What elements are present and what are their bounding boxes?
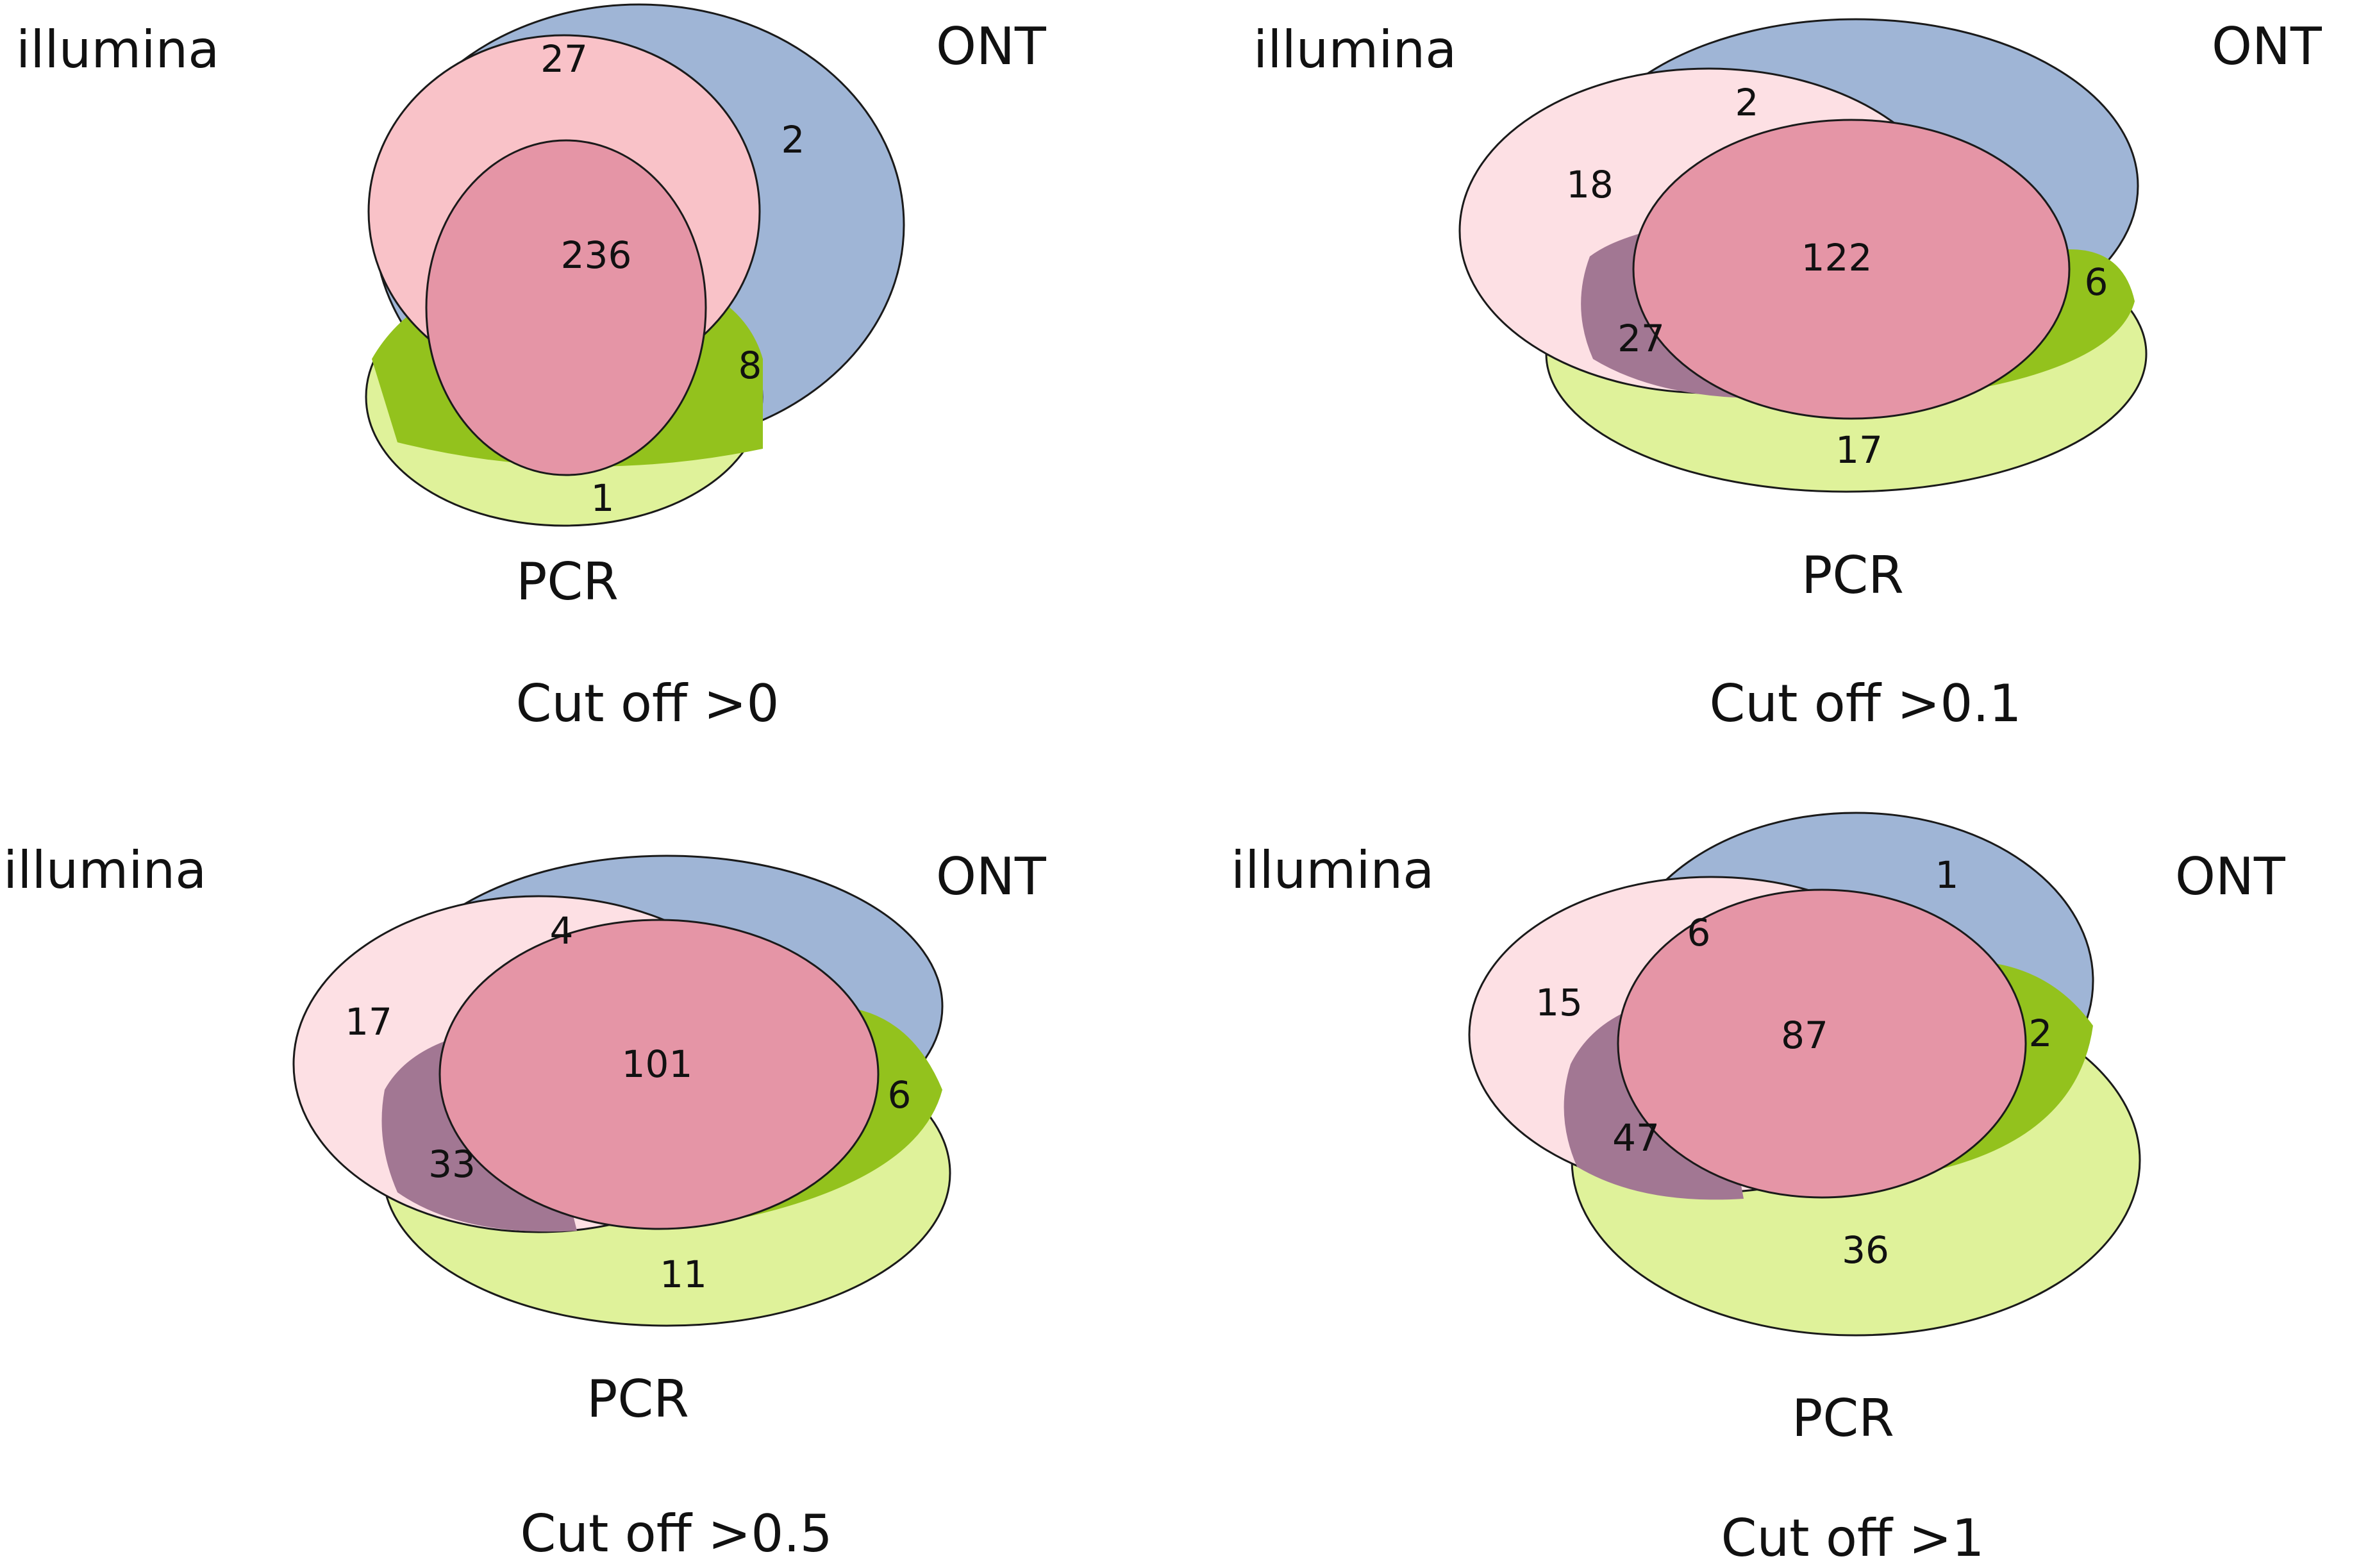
count-illumina-only: 27 <box>540 37 588 81</box>
count-illumina-pcr: 33 <box>428 1142 476 1186</box>
venn-diagram-cutoff-1: illumina ONT PCR 1 6 15 87 2 47 36 Cut o… <box>1231 812 2286 1568</box>
pcr-label: PCR <box>1801 546 1904 605</box>
venn-diagram-cutoff-0: illumina ONT PCR 27 2 236 8 1 Cut off >0 <box>16 3 1047 733</box>
illumina-label: illumina <box>3 840 206 900</box>
venn-diagram-cutoff-0-1: illumina ONT PCR 2 18 122 6 27 17 Cut of… <box>1253 17 2323 733</box>
caption: Cut off >0.1 <box>1709 674 2021 733</box>
ont-label: ONT <box>936 17 1047 76</box>
all-three-overlap <box>425 139 707 476</box>
caption: Cut off >0.5 <box>520 1504 832 1564</box>
count-ont-pcr: 6 <box>888 1073 912 1117</box>
count-all-three: 101 <box>622 1042 693 1086</box>
count-all-three: 236 <box>561 233 632 277</box>
pcr-label: PCR <box>516 552 619 612</box>
pcr-label: PCR <box>1792 1389 1894 1448</box>
count-pcr-only: 1 <box>591 476 615 520</box>
count-illumina-pcr: 47 <box>1612 1116 1660 1160</box>
count-ont-only: 2 <box>781 118 805 162</box>
count-illumina-only: 18 <box>1566 163 1614 206</box>
ont-label: ONT <box>2175 847 2286 906</box>
count-illumina-only: 15 <box>1535 981 1583 1024</box>
count-illumina-ont: 6 <box>1687 911 1711 955</box>
count-ont-pcr: 8 <box>738 344 762 387</box>
count-illumina-only: 17 <box>345 1000 392 1044</box>
caption: Cut off >1 <box>1721 1508 1985 1565</box>
illumina-label: illumina <box>16 20 219 79</box>
count-pcr-only: 17 <box>1835 428 1883 472</box>
count-all-three: 122 <box>1801 236 1873 279</box>
count-all-three: 87 <box>1781 1013 1828 1057</box>
count-illumina-pcr: 27 <box>1617 317 1665 360</box>
count-ont-pcr: 6 <box>2085 260 2108 304</box>
count-ont-pcr: 2 <box>2029 1012 2053 1055</box>
count-ont-only: 1 <box>1935 853 1959 897</box>
count-pcr-only: 11 <box>660 1253 707 1296</box>
pcr-label: PCR <box>587 1369 689 1429</box>
illumina-label: illumina <box>1253 20 1456 79</box>
ont-label: ONT <box>936 847 1047 906</box>
venn-diagram-cutoff-0-5: illumina ONT PCR 4 17 101 6 33 11 Cut of… <box>3 840 1047 1564</box>
count-pcr-only: 36 <box>1842 1228 1889 1272</box>
caption: Cut off >0 <box>516 674 780 733</box>
count-illumina-ont: 4 <box>550 909 574 953</box>
all-three-overlap <box>1632 119 2071 420</box>
all-three-overlap <box>438 919 880 1230</box>
illumina-label: illumina <box>1231 840 1434 900</box>
count-illumina-ont: 2 <box>1735 81 1759 124</box>
all-three-overlap <box>1617 888 2027 1199</box>
ont-label: ONT <box>2212 17 2323 76</box>
